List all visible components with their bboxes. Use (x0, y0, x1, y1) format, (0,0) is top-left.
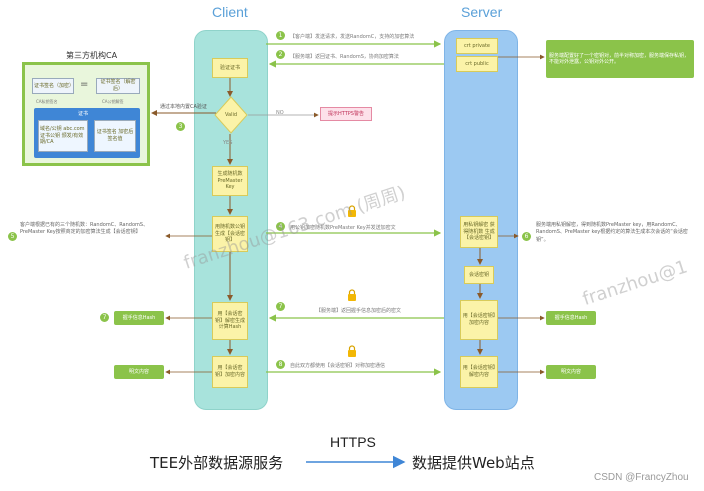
lock-icon (348, 289, 356, 301)
ca-equals: = (80, 79, 89, 90)
verify-certificate-box: 验证证书 (212, 58, 248, 78)
certificate-label: 证书 (78, 111, 89, 117)
crt-private-box: crt private (456, 38, 498, 54)
step-1-badge: 1 (276, 31, 285, 40)
ca-public-verify: CA公钥解签 (102, 99, 124, 104)
message-4: 【服务端】返回握手信息加密后的密文 (316, 308, 402, 314)
generate-random-box: 生成随机数 PreMaster Key (212, 166, 248, 196)
server-plaintext: 明文内容 (546, 365, 596, 379)
step-5-badge: 5 (8, 232, 17, 241)
client-handshake-hash: 握手信息Hash (114, 311, 164, 325)
bottom-right-label: 数据提供Web站点 (412, 454, 535, 472)
lock-icon (348, 345, 356, 357)
step-7-badge: 7 (276, 302, 285, 311)
ca-private-sign: CA私钥签名 (36, 99, 58, 104)
lock-icon (348, 205, 356, 217)
step-6-badge: 6 (522, 232, 531, 241)
valid-decision-diamond (214, 96, 248, 134)
step-3-badge: 3 (176, 122, 185, 131)
server-handshake-hash: 握手信息Hash (546, 311, 596, 325)
message-2: 【服务端】返回证书、RandomS，协商加密算法 (290, 54, 399, 60)
valid-label: Valid (224, 112, 238, 118)
step-8-badge: 8 (276, 360, 285, 369)
bottom-left-label: TEE外部数据源服务 (150, 454, 284, 472)
client-plaintext: 明文内容 (114, 365, 164, 379)
server-session-key-box: 会话密钥 (464, 266, 494, 284)
step-2-badge: 2 (276, 50, 285, 59)
crt-public-box: crt public (456, 56, 498, 72)
client-encrypt-box: 用【会话密钥】加密内容 (212, 356, 248, 388)
client-session-key-box: 用随机数公钥 生成【会话密钥】 (212, 216, 248, 252)
ca-signature-encrypted: 证书签名（加密） (32, 78, 74, 94)
step-4-badge: 4 (276, 222, 285, 231)
message-3: 用公钥加密随机数PreMaster Key并发送加密文 (290, 225, 396, 231)
ca-title: 第三方机构CA (64, 50, 120, 61)
server-keypair-note: 服务端配置好了一个密钥对，前半对称加密，服务端保存私钥，不能对外泄露，公钥对外公… (546, 40, 694, 78)
certificate-body: 域名/公钥 abc.com证书公钥 颁发/有效期/CA (38, 120, 88, 152)
ca-verify-label: 通过本地内置CA验证 (160, 104, 207, 110)
yes-label: YES (223, 140, 233, 146)
step-7b-badge: 7 (100, 313, 109, 322)
server-decrypt-random-box: 用私钥解密 获得随机数 生成【会话密钥】 (460, 216, 498, 248)
csdn-watermark: CSDN @FrancyZhou (594, 472, 689, 483)
ca-signature-decrypted: 证书签名（解密后） (96, 78, 140, 94)
message-1: 【客户端】发送请求，发送RandomC，支持的加密算法 (290, 34, 415, 40)
client-hash-box: 用【会话密钥】解密生成 计算Hash (212, 302, 248, 340)
server-encrypt-box: 用【会话密钥】加密内容 (460, 300, 498, 340)
bottom-protocol-label: HTTPS (330, 434, 376, 450)
server-keys-note: 服务端用私钥解密，得到随机数PreMaster key，用RandomC、Ran… (536, 222, 688, 243)
server-decrypt-box: 用【会话密钥】解密内容 (460, 356, 498, 388)
client-keys-note: 客户端根据已有的三个随机数：RandomC、RandomS、PreMaster … (20, 222, 149, 236)
server-title: Server (461, 4, 503, 20)
message-5: 自此双方都使用【会话密钥】对称加密通信 (290, 363, 386, 369)
no-label: NO (276, 110, 284, 116)
https-warning-box: 提示HTTPS警告 (320, 107, 372, 121)
certificate-signature: 证书签名 加密后签名值 (94, 120, 136, 152)
client-title: Client (212, 4, 248, 20)
